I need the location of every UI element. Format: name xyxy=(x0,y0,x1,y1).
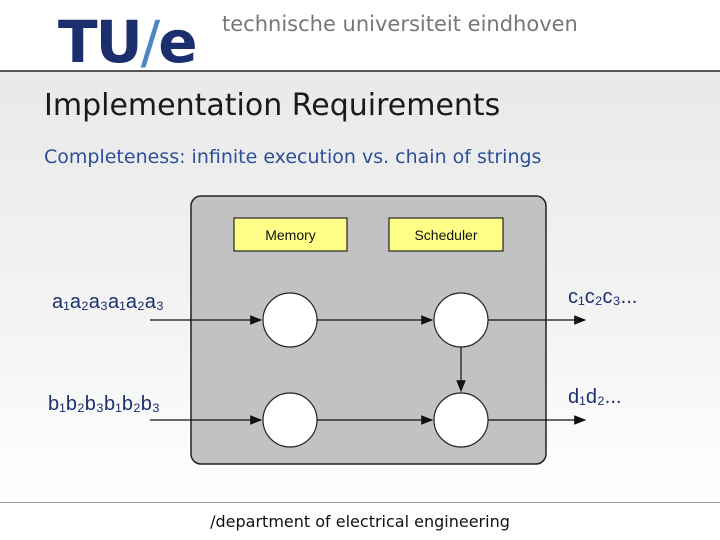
input-string-b: b₁b₂b₃b₁b₂b₃ xyxy=(48,393,160,415)
process-circle-c xyxy=(433,292,489,348)
scheduler-label: Scheduler xyxy=(414,227,477,243)
slide-subtitle: Completeness: infinite execution vs. cha… xyxy=(44,146,542,168)
scheduler-box xyxy=(388,217,504,252)
output-string-c: c₁c₂c₃... xyxy=(568,286,637,308)
footer-department: /department of electrical engineering xyxy=(210,512,510,531)
university-name: technische universiteit eindhoven xyxy=(222,12,578,36)
header-divider xyxy=(0,70,720,72)
process-circle-a xyxy=(262,292,318,348)
memory-label: Memory xyxy=(265,227,316,243)
process-circle-b xyxy=(262,392,318,448)
slide-title: Implementation Requirements xyxy=(44,88,501,123)
tue-logo: TU/e xyxy=(58,8,198,76)
memory-box xyxy=(233,217,348,252)
process-circle-d xyxy=(433,392,489,448)
input-string-a: a₁a₂a₃a₁a₂a₃ xyxy=(52,291,164,313)
footer-divider xyxy=(0,502,720,503)
output-string-d: d₁d₂... xyxy=(568,386,621,408)
